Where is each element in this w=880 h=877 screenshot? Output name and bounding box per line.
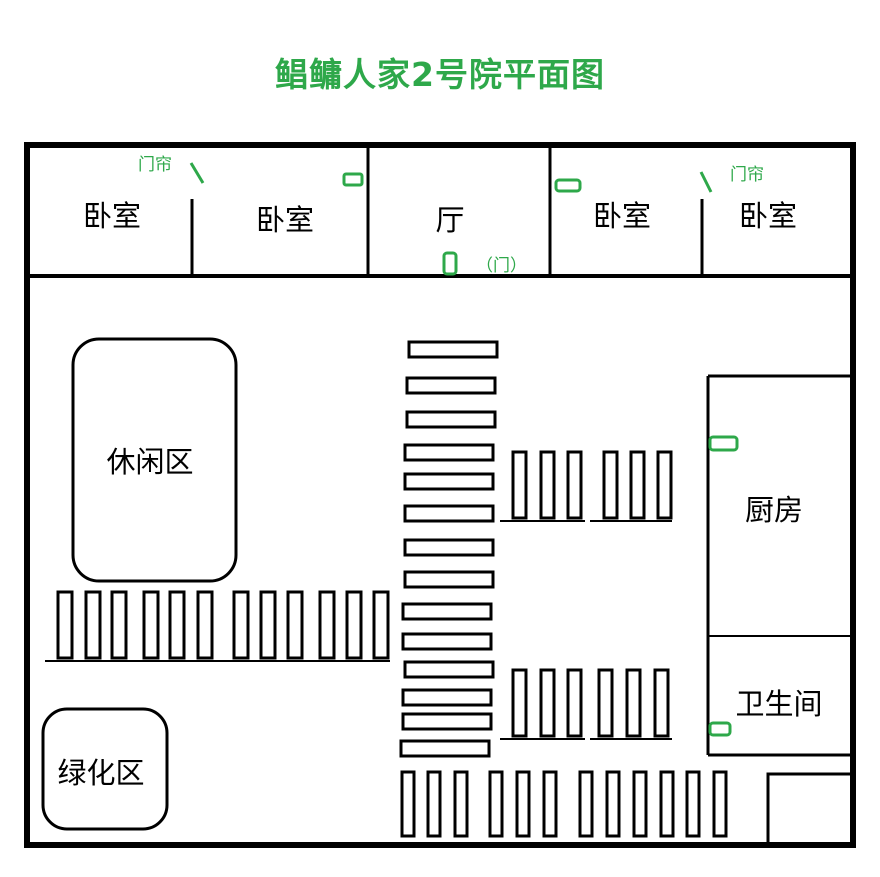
parking-bar-21 [232, 590, 250, 660]
parking-bar-1 [407, 340, 499, 359]
parking-bar-13 [401, 712, 493, 731]
parking-bar-12 [401, 688, 493, 707]
bedroom-4-label: 卧室 [739, 199, 797, 233]
parking-bar-26 [372, 590, 390, 660]
outer-wall [24, 142, 856, 848]
plan-title: 鲳鳙人家2号院平面图 [275, 55, 605, 94]
corner-box [766, 772, 855, 847]
parking-bar-34 [539, 668, 556, 738]
hall-label: 厅 [435, 203, 464, 237]
parking-bar-27 [511, 450, 528, 520]
leisure-area [71, 337, 238, 583]
bedroom-2-label: 卧室 [256, 203, 314, 237]
parking-bar-29 [566, 450, 583, 520]
parking-bar-37 [625, 668, 642, 738]
parking-bar-6 [403, 504, 495, 523]
kitchen-door-marker [708, 435, 739, 452]
parking-bar-41 [453, 770, 469, 838]
parking-bar-10 [401, 632, 493, 651]
door-marker-bedroom-2 [342, 172, 364, 187]
parking-bar-7 [403, 538, 495, 557]
bathroom-label: 卫生间 [735, 687, 822, 721]
parking-bar-28 [539, 450, 556, 520]
green-area-label: 绿化区 [57, 756, 144, 790]
parking-bar-4 [403, 443, 495, 462]
curtain-left-mark [189, 162, 205, 184]
parking-bar-32 [656, 450, 673, 520]
bathroom-door-marker [708, 721, 732, 737]
parking-bar-45 [578, 770, 594, 838]
parking-bar-9 [401, 602, 493, 621]
bedroom-1-label: 卧室 [83, 199, 141, 233]
parking-bars [56, 340, 728, 838]
parking-bar-14 [399, 739, 491, 758]
parking-bar-47 [632, 770, 648, 838]
parking-bar-36 [597, 668, 614, 738]
parking-bar-22 [259, 590, 277, 660]
parking-bar-16 [84, 590, 102, 660]
curtain-right-label: 门帘 [730, 165, 764, 185]
parking-bar-50 [712, 770, 728, 838]
parking-bar-30 [602, 450, 619, 520]
parking-bar-18 [142, 590, 160, 660]
parking-bar-19 [168, 590, 186, 660]
door-marker-bedroom-3 [554, 178, 582, 193]
parking-bar-2 [405, 376, 497, 395]
parking-bar-48 [659, 770, 675, 838]
parking-bar-49 [685, 770, 701, 838]
parking-bar-31 [629, 450, 646, 520]
parking-bar-39 [400, 770, 416, 838]
parking-bar-23 [286, 590, 304, 660]
parking-bar-44 [542, 770, 558, 838]
parking-bar-5 [403, 472, 495, 491]
parking-bar-46 [605, 770, 621, 838]
parking-bar-3 [405, 410, 497, 429]
parking-bar-8 [403, 570, 495, 589]
door-label: （门） [476, 256, 527, 276]
parking-bar-11 [403, 660, 495, 679]
curtain-right-mark [699, 171, 713, 193]
parking-bar-25 [345, 590, 363, 660]
parking-bar-24 [318, 590, 336, 660]
parking-bar-43 [515, 770, 531, 838]
parking-bar-42 [488, 770, 504, 838]
parking-bar-20 [196, 590, 214, 660]
hall-door-marker [442, 251, 458, 276]
parking-bar-35 [566, 668, 583, 738]
parking-bar-33 [511, 668, 528, 738]
green-area [41, 707, 169, 831]
parking-underlines [45, 520, 672, 740]
leisure-area-label: 休闲区 [106, 445, 193, 479]
kitchen-label: 厨房 [745, 493, 803, 527]
parking-bar-17 [110, 590, 128, 660]
bedroom-3-label: 卧室 [593, 199, 651, 233]
curtain-left-label: 门帘 [138, 155, 172, 175]
parking-bar-15 [56, 590, 74, 660]
parking-bar-38 [653, 668, 670, 738]
parking-bar-40 [426, 770, 442, 838]
